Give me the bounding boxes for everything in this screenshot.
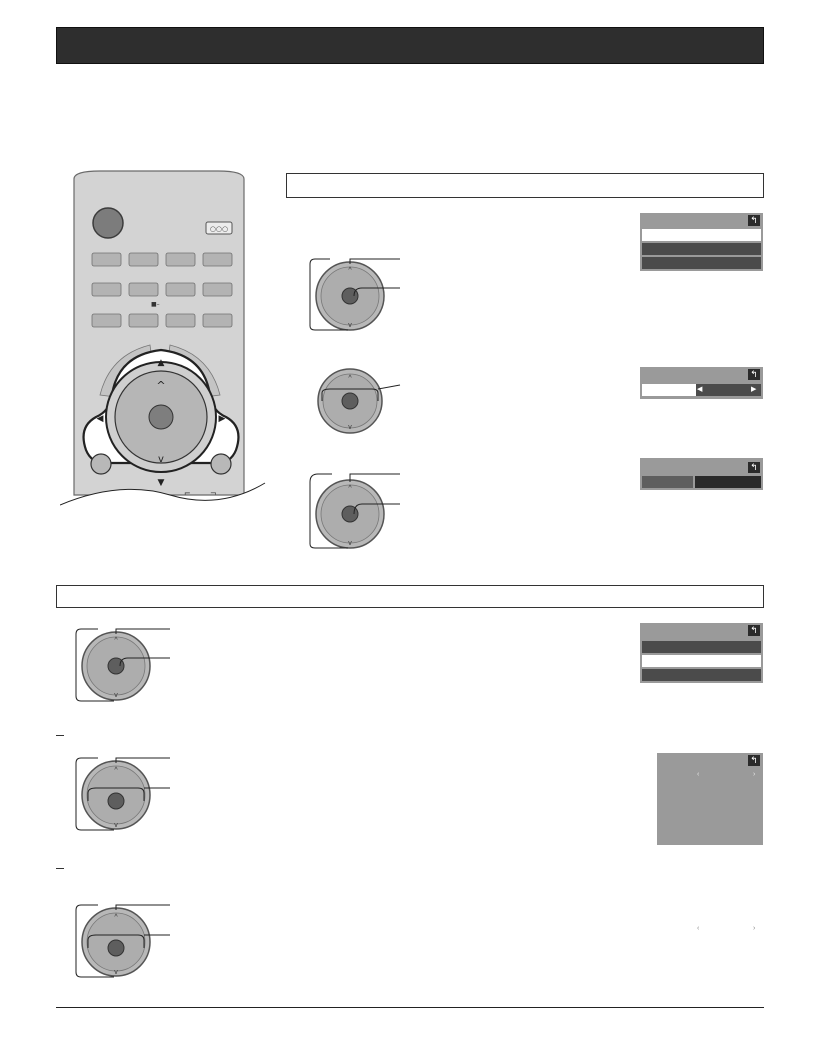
remote-control-illustration: ○○○ ■– ^ v ▲ ▼ ◀ ▶ ⌐ ¬ [60,170,266,510]
ring-up-label: ^ [156,379,165,392]
section2-header [56,585,764,608]
small-options-dots: ○○○ [210,225,228,233]
grid-button [91,252,122,267]
dial-step6: ^ v [75,904,170,978]
svg-text:^: ^ [114,767,118,774]
return-icon: ↰ [748,215,760,226]
right-arrow-icon: › [753,771,756,778]
osd-row [642,641,761,653]
bracket-right: ¬ [210,489,217,498]
osd-menu-panel-3: ↰ [640,458,763,490]
left-side-button[interactable] [90,453,112,475]
svg-text:v: v [114,969,118,976]
grid-button [202,313,233,328]
grid-button [165,252,196,267]
svg-text:v: v [348,322,352,329]
grid-button [128,282,159,297]
return-icon: ↰ [748,625,760,636]
remote-cutoff [60,483,265,510]
osd-value-bar [696,384,761,396]
return-icon: ↰ [748,462,760,473]
ok-button[interactable] [148,404,174,430]
osd-row [642,669,761,681]
mid-row-marker: ■– [151,301,160,308]
osd-value-bar [695,476,761,488]
osd-row-selected [642,229,761,241]
power-button[interactable] [92,207,124,239]
right-arrow-icon: › [753,925,756,932]
osd-row-selected [642,655,761,667]
grid-button [128,252,159,267]
svg-text:^: ^ [114,637,118,644]
dash-marker [56,735,64,736]
small-options-button [205,221,233,235]
svg-text:^: ^ [348,375,352,382]
grid-button [165,282,196,297]
cursor-up-icon: ▲ [158,358,165,368]
dial-step2: ^ v [317,368,401,434]
svg-text:v: v [114,692,118,699]
osd-menu-panel-5: ↰ ‹ › [657,753,763,845]
dash-marker [56,868,64,869]
svg-text:^: ^ [348,485,352,492]
right-side-button[interactable] [210,453,232,475]
osd-menu-panel-2: ↰ ◀ ▶ [640,367,763,399]
svg-text:v: v [114,822,118,829]
return-icon: ↰ [748,369,760,380]
svg-text:v: v [348,540,352,547]
osd-row [642,476,693,488]
section1-header [286,173,764,198]
svg-text:^: ^ [114,914,118,921]
osd-row [642,257,761,269]
dial-step3: ^ v [309,473,400,549]
osd-row [642,243,761,255]
button-grid [91,252,233,328]
bracket-left: ⌐ [184,489,191,498]
left-arrow-icon: ‹ [697,771,700,778]
grid-button [128,313,159,328]
cursor-left-icon: ◀ [97,414,104,424]
grid-button [165,313,196,328]
grid-button [202,282,233,297]
cursor-down-icon: ▼ [158,478,165,488]
ring-down-label: v [158,454,164,465]
osd-menu-panel-1: ↰ [640,213,763,271]
dial-step4: ^ v [75,628,170,702]
grid-button [202,252,233,267]
osd-row-selected [642,384,699,396]
grid-button [91,282,122,297]
osd-menu-panel-4: ↰ [640,623,763,683]
dial-step5: ^ v [75,757,170,831]
right-arrow-icon: ▶ [751,386,757,393]
grid-button [91,313,122,328]
dial-step1: ^ v [309,258,400,331]
remote-cutoff-line [60,482,266,506]
left-arrow-icon: ‹ [697,925,700,932]
bottom-rule [56,1007,764,1008]
cursor-right-icon: ▶ [219,414,226,424]
title-bar [56,27,764,64]
svg-text:^: ^ [348,267,352,274]
svg-text:v: v [348,424,352,431]
return-icon: ↰ [748,755,760,766]
left-arrow-icon: ◀ [697,386,703,393]
